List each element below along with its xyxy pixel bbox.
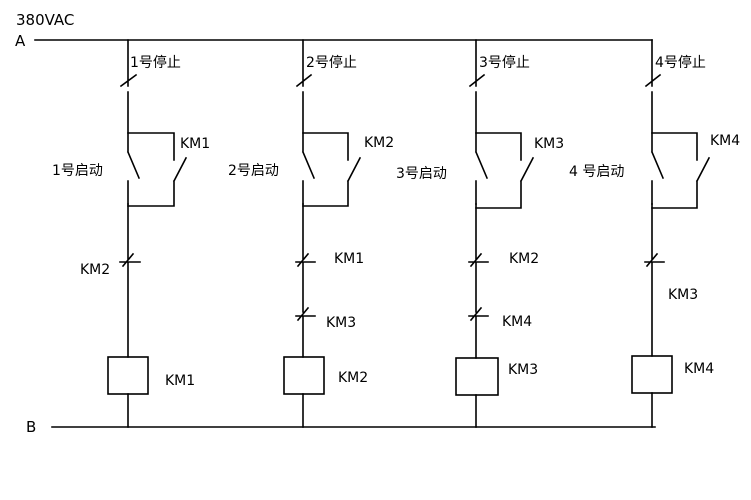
interlock-label-2b: KM3	[326, 315, 356, 331]
hold-label-3: KM3	[534, 136, 564, 152]
supply-voltage-label: 380VAC	[16, 11, 74, 29]
coil-label-3: KM3	[508, 362, 538, 378]
stop-switch-3	[468, 39, 489, 205]
interlock-label-2a: KM1	[334, 251, 364, 267]
stop-switch-2	[295, 39, 316, 205]
interlock-label-3a: KM2	[509, 251, 539, 267]
start-label-4: 4 号启动	[569, 164, 624, 180]
line-a-label: A	[15, 32, 26, 50]
branch-3: 3号停止 3号启动 KM3 KM2 KM4 KM3	[396, 39, 564, 428]
interlock-label-3b: KM4	[502, 314, 532, 330]
coil-3	[455, 357, 499, 396]
start-label-3: 3号启动	[396, 166, 447, 182]
start-label-1: 1号启动	[52, 163, 103, 179]
stop-label-3: 3号停止	[479, 54, 530, 71]
interlock-contact-4	[644, 203, 665, 357]
start-label-2: 2号启动	[228, 163, 279, 179]
hold-contact-4	[651, 132, 711, 209]
line-b-label: B	[26, 418, 36, 436]
stop-label-4: 4号停止	[655, 54, 706, 71]
stop-switch-4	[644, 39, 665, 205]
interlock-contact-1	[119, 203, 141, 358]
stop-switch-1	[119, 39, 141, 205]
interlock-label-1a: KM2	[80, 262, 110, 278]
branch-4: 4号停止 4 号启动 KM4 KM3 KM4	[569, 39, 740, 428]
hold-contact-3	[475, 132, 535, 209]
stop-label-2: 2号停止	[306, 54, 357, 71]
hold-contact-2	[302, 132, 362, 207]
coil-label-2: KM2	[338, 370, 368, 386]
hold-label-4: KM4	[710, 133, 740, 149]
coil-4	[631, 355, 673, 394]
coil-2	[283, 356, 325, 395]
branch-1: 1号停止 1号启动 KM1 KM2 KM1	[52, 39, 210, 428]
hold-contact-1	[127, 132, 188, 207]
interlock-contacts-2	[295, 203, 316, 358]
coil-1	[107, 356, 149, 395]
coil-label-4: KM4	[684, 361, 714, 377]
hold-label-1: KM1	[180, 136, 210, 152]
stop-label-1: 1号停止	[130, 54, 181, 71]
branch-2: 2号停止 2号启动 KM2 KM1 KM3 KM2	[228, 39, 394, 428]
interlock-label-4a: KM3	[668, 287, 698, 303]
hold-label-2: KM2	[364, 135, 394, 151]
coil-label-1: KM1	[165, 373, 195, 389]
interlock-contacts-3	[468, 203, 489, 359]
